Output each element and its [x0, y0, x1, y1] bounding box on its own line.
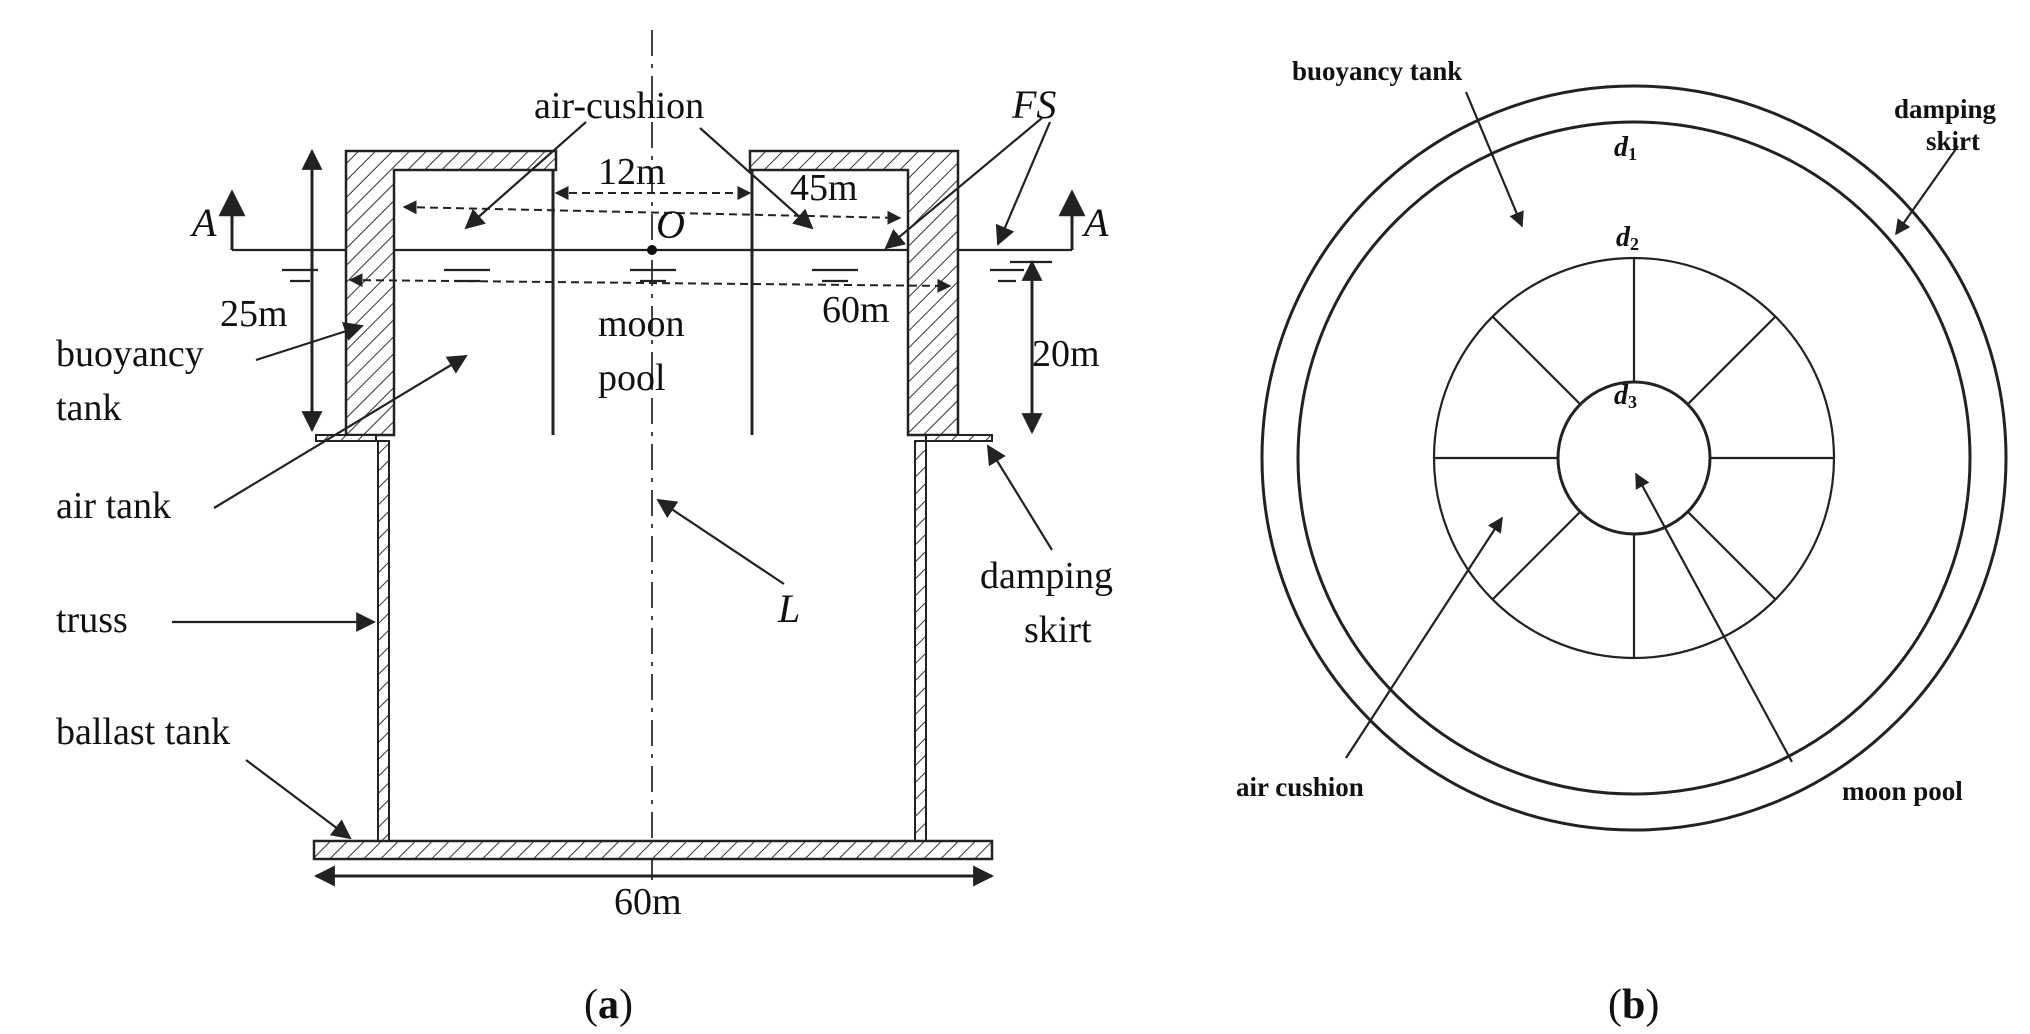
left-damping-skirt — [315, 434, 377, 442]
label-45m: 45m — [790, 167, 858, 209]
label-b-skirt: skirt — [1926, 126, 1980, 156]
label-tank: tank — [56, 387, 121, 429]
label-ballast-tank: ballast tank — [56, 711, 230, 753]
label-buoyancy: buoyancy — [56, 333, 204, 375]
air-cushion-partitions — [1434, 258, 1834, 658]
label-60m-bottom: 60m — [614, 881, 682, 923]
label-25m: 25m — [220, 293, 288, 335]
label-section-a-left: A — [189, 200, 217, 245]
label-b-buoyancy-tank: buoyancy tank — [1292, 56, 1462, 86]
label-l-axis: L — [777, 586, 800, 631]
label-20m: 20m — [1032, 333, 1100, 375]
leader-air-tank — [213, 354, 468, 509]
label-b-d1: d1 — [1614, 132, 1637, 164]
leader-b-buoyancy-tank — [1464, 91, 1524, 228]
right-damping-skirt — [925, 434, 993, 442]
buoyancy-tank-circle — [1296, 120, 1972, 796]
label-12m: 12m — [598, 151, 666, 193]
label-damping: damping — [980, 555, 1113, 597]
damping-skirt-circle — [1260, 84, 2008, 832]
leader-b-damping-skirt — [1895, 145, 1959, 236]
left-truss — [377, 440, 390, 842]
label-skirt: skirt — [1024, 609, 1092, 651]
label-b-damping: damping — [1894, 94, 1997, 124]
label-b-d2: d2 — [1616, 222, 1639, 254]
label-air-tank: air tank — [56, 485, 171, 527]
label-moon: moon — [598, 303, 685, 345]
caption-a: (a) — [584, 982, 633, 1028]
leader-damping-skirt — [986, 444, 1053, 551]
label-origin-o: O — [656, 202, 685, 247]
label-section-a-right: A — [1081, 200, 1109, 245]
ballast-tank — [312, 839, 994, 861]
right-truss — [914, 440, 927, 842]
leader-b-air-cushion — [1345, 516, 1503, 759]
label-truss: truss — [56, 599, 128, 641]
left-buoyancy-tank — [344, 149, 558, 437]
panel-a-cross-section: air-cushion FS 12m 45m O A A 25m 60m 20m… — [56, 30, 1113, 1028]
label-60m-inner: 60m — [822, 289, 890, 331]
leader-fs-left — [884, 117, 1043, 250]
label-air-cushion: air-cushion — [534, 85, 704, 127]
leader-l-axis — [656, 498, 785, 585]
label-b-moon-pool: moon pool — [1842, 776, 1963, 806]
panel-b-plan-view: buoyancy tank damping skirt d1 d2 d3 air… — [1236, 56, 2008, 1028]
label-pool: pool — [598, 357, 666, 399]
origin-point — [647, 245, 657, 255]
label-b-air-cushion: air cushion — [1236, 772, 1364, 802]
leader-buoyancy-tank — [255, 322, 364, 362]
leader-b-moon-pool — [1635, 472, 1793, 763]
right-buoyancy-tank — [748, 149, 960, 437]
label-fs: FS — [1011, 82, 1056, 127]
leader-air-cushion-right — [699, 127, 814, 230]
caption-b: (b) — [1608, 982, 1659, 1028]
leader-air-cushion-left — [464, 121, 587, 230]
leader-fs-right — [995, 121, 1052, 246]
label-b-d3: d3 — [1614, 380, 1637, 412]
dim-line-60m-inner — [348, 273, 952, 293]
leader-ballast-tank — [245, 759, 352, 840]
